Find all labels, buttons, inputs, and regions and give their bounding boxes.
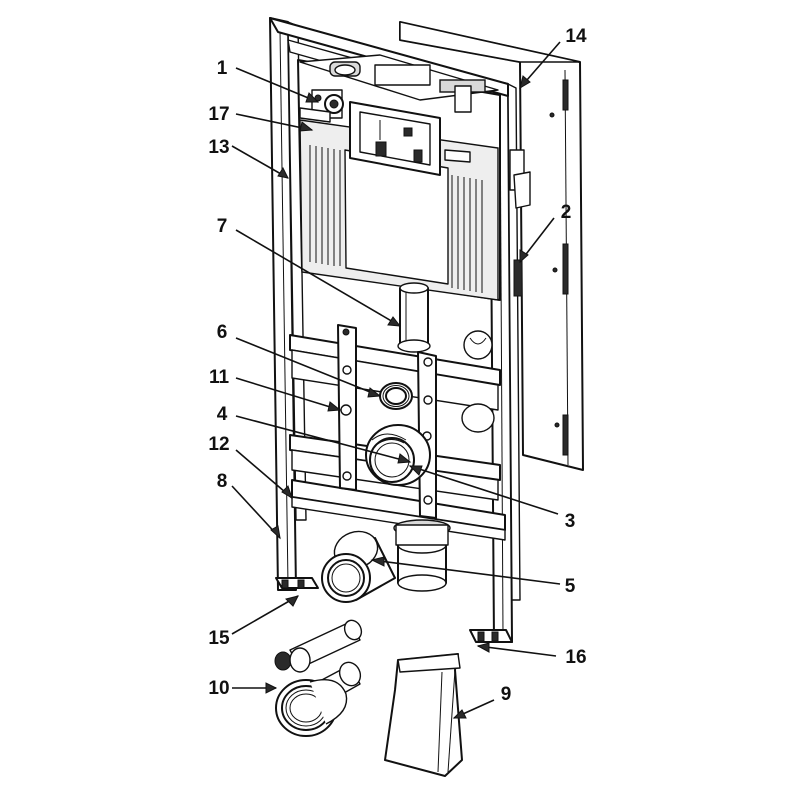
adjustment-rail-left	[337, 324, 357, 491]
rear-panel-part-14	[399, 21, 584, 471]
callout-13: 13	[208, 137, 229, 158]
leader-arrowheads	[265, 75, 531, 719]
fixing-bolt-upper	[274, 619, 363, 673]
top-side-brackets	[299, 85, 472, 163]
protective-cover-part-9	[384, 653, 463, 777]
pan-connector-kit-part-10	[274, 619, 363, 737]
callout-3: 3	[565, 511, 576, 532]
callout-6: 6	[217, 322, 228, 343]
leader-lines	[231, 41, 561, 719]
callout-14: 14	[565, 26, 587, 47]
water-connection-side	[509, 149, 531, 297]
callout-17: 17	[208, 104, 229, 125]
callout-labels: 1 17 13 7 6 11 4 12 8 15 10 14 2 3 5 16 …	[208, 26, 587, 705]
callout-5: 5	[565, 576, 576, 597]
drain-pipe-below	[393, 519, 451, 592]
callout-1: 1	[217, 58, 228, 79]
callout-15: 15	[208, 628, 230, 649]
callout-10: 10	[208, 678, 229, 699]
corrugated-sleeve	[275, 679, 348, 737]
waste-outlet-part-4	[365, 424, 431, 486]
cistern-ribs-left	[309, 145, 341, 266]
foot-left-part-15	[275, 577, 319, 589]
water-inlet-part-6	[379, 382, 413, 410]
callout-8: 8	[217, 471, 228, 492]
callout-7: 7	[217, 216, 228, 237]
callout-4: 4	[217, 404, 228, 425]
callout-9: 9	[501, 684, 512, 705]
foot-right-part-16	[469, 629, 513, 643]
callout-12: 12	[208, 434, 229, 455]
callout-11: 11	[209, 367, 230, 388]
callout-16: 16	[565, 647, 586, 668]
flush-valve-plate-part-17	[349, 101, 441, 176]
callout-2: 2	[561, 202, 572, 223]
cistern-top-fittings	[299, 54, 499, 101]
connector-sleeve-part-5	[321, 530, 396, 603]
cistern-ribs-right	[451, 175, 483, 293]
flush-pipe-part-7	[397, 282, 431, 353]
